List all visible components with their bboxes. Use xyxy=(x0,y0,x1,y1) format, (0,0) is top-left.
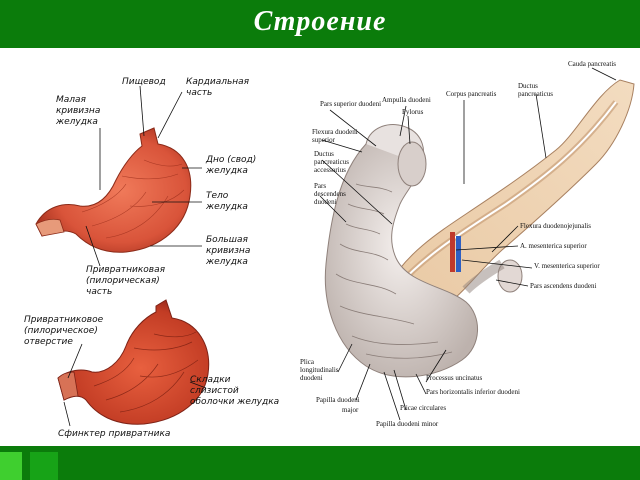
label-dno: Дно (свод) желудка xyxy=(205,155,259,176)
label-papilla-minor: Papilla duodeni minor xyxy=(376,420,439,428)
label-pars-superior: Pars superior duodeni xyxy=(320,100,381,108)
stomach-external xyxy=(35,127,192,253)
label-cauda: Cauda pancreatis xyxy=(568,60,616,68)
label-plicae-circulares: Plicae circulares xyxy=(400,404,446,412)
label-pylorus: Pylorus xyxy=(402,108,424,116)
duodenum-illustration: Cauda pancreatis Ampulla duodeni Corpus … xyxy=(300,60,635,428)
label-pars-ascendens: Pars ascendens duodeni xyxy=(530,282,597,290)
label-flexura-duodenojejunalis: Flexura duodenojejunalis xyxy=(520,222,591,230)
label-v-mesenterica: V. mesenterica superior xyxy=(534,262,600,270)
label-kardialnaya-chast: Кардиальная часть xyxy=(186,77,252,98)
stomach-illustration: Малая кривизна желудка Пищевод Кардиальн… xyxy=(24,77,279,439)
label-privratnikovaya-chast: Привратниковая (пилорическая) часть xyxy=(86,265,168,297)
title-bar xyxy=(0,0,640,48)
label-privratnikovoe-otverstie: Привратниковое (пилорическое) отверстие xyxy=(24,315,106,347)
stomach-opened xyxy=(57,299,210,425)
label-a-mesenterica: A. mesenterica superior xyxy=(520,242,587,250)
artery xyxy=(450,232,455,272)
label-flexura-superior: Flexura duodeni superior xyxy=(312,128,359,144)
label-telo: Тело желудка xyxy=(205,191,248,212)
label-ampulla: Ampulla duodeni xyxy=(382,96,431,104)
footer-square-light xyxy=(0,452,22,480)
label-pars-horizontalis: Pars horizontalis inferior duodeni xyxy=(426,388,520,396)
label-papilla-major: Papilla duodeni major xyxy=(316,396,362,414)
label-sfinkter: Сфинктер привратника xyxy=(58,429,170,439)
label-corpus: Corpus pancreatis xyxy=(446,90,497,98)
slide-title: Строение xyxy=(253,6,387,37)
stomach-panel: Малая кривизна желудка Пищевод Кардиальн… xyxy=(22,56,292,444)
label-ductus-pancreaticus: Ductus pancreaticus xyxy=(518,82,553,98)
label-ductus-accessorius: Ductus pancreaticus accessorius xyxy=(314,150,351,174)
label-bolshaya-krivizna: Большая кривизна желудка xyxy=(205,235,253,267)
label-skladki: Складки слизистой оболочки желудка xyxy=(190,375,279,407)
footer-square-mid xyxy=(30,452,58,480)
pancreas xyxy=(387,79,635,312)
label-pars-descendens: Pars descendens duodeni xyxy=(314,182,348,206)
label-plica-longitudinalis: Plica longitudinalis duodeni xyxy=(300,358,340,382)
footer-bar xyxy=(0,446,640,480)
label-processus-uncinatus: Processus uncinatus xyxy=(426,374,482,382)
vein xyxy=(456,236,461,272)
label-pischevod: Пищевод xyxy=(122,77,166,87)
duodenum-pancreas-panel: Cauda pancreatis Ampulla duodeni Corpus … xyxy=(296,54,640,444)
label-malaya-krivizna: Малая кривизна желудка xyxy=(55,95,103,127)
